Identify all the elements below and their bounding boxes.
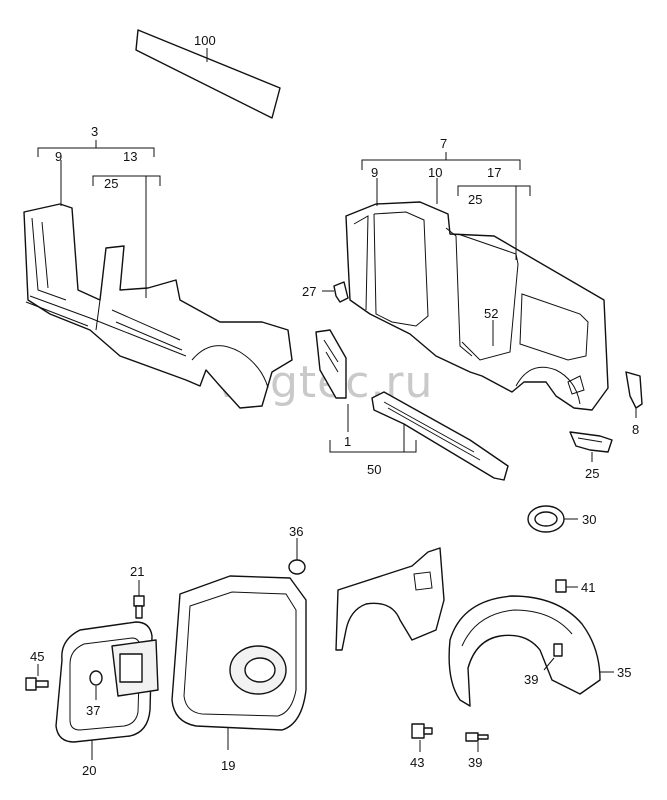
part-43-clip[interactable] xyxy=(411,723,433,739)
part-35-wheel-liner[interactable] xyxy=(448,595,601,707)
callout-45: 45 xyxy=(30,649,44,664)
callout-30: 30 xyxy=(582,512,596,527)
left-side-panel[interactable] xyxy=(23,203,293,409)
part-20-hinge[interactable] xyxy=(111,639,159,697)
callout-1: 1 xyxy=(344,434,351,449)
callout-39-lower: 39 xyxy=(468,755,482,770)
callout-3: 3 xyxy=(91,124,98,139)
callout-35: 35 xyxy=(617,665,631,680)
callout-43: 43 xyxy=(410,755,424,770)
part-41-clip[interactable] xyxy=(555,579,567,593)
callout-37: 37 xyxy=(86,703,100,718)
callout-41: 41 xyxy=(581,580,595,595)
part-45-screw[interactable] xyxy=(25,677,49,691)
part-1-pillar[interactable] xyxy=(315,329,347,399)
callout-13: 13 xyxy=(123,149,137,164)
part-21-bolt[interactable] xyxy=(133,595,145,619)
callout-17: 17 xyxy=(487,165,501,180)
part-19-filler-housing[interactable] xyxy=(171,575,307,731)
callout-36: 36 xyxy=(289,524,303,539)
part-37-buffer[interactable] xyxy=(89,670,103,686)
callout-27: 27 xyxy=(302,284,316,299)
part-100-strip[interactable] xyxy=(135,29,281,119)
callout-8: 8 xyxy=(632,422,639,437)
part-39-screw-lower[interactable] xyxy=(465,732,489,742)
part-50-sill[interactable] xyxy=(371,391,509,481)
callout-10: 10 xyxy=(428,165,442,180)
part-36-plug[interactable] xyxy=(288,559,306,575)
callout-9-left: 9 xyxy=(55,149,62,164)
callout-25-bottom: 25 xyxy=(585,466,599,481)
callout-20: 20 xyxy=(82,763,96,778)
callout-25-right: 25 xyxy=(468,192,482,207)
callout-19: 19 xyxy=(221,758,235,773)
right-side-panel[interactable] xyxy=(345,201,609,411)
callout-52: 52 xyxy=(484,306,498,321)
part-30-grommet[interactable] xyxy=(527,505,565,533)
part-39-screw-upper[interactable] xyxy=(553,643,563,657)
part-27-bracket[interactable] xyxy=(333,281,349,303)
callout-100: 100 xyxy=(194,33,216,48)
callout-7: 7 xyxy=(440,136,447,151)
part-25-bracket[interactable] xyxy=(569,431,613,453)
callout-9-right: 9 xyxy=(371,165,378,180)
callout-25-left: 25 xyxy=(104,176,118,191)
callout-50: 50 xyxy=(367,462,381,477)
callout-39-upper: 39 xyxy=(524,672,538,687)
rear-quarter-section xyxy=(335,547,445,651)
callout-21: 21 xyxy=(130,564,144,579)
part-8-bracket[interactable] xyxy=(625,371,643,409)
